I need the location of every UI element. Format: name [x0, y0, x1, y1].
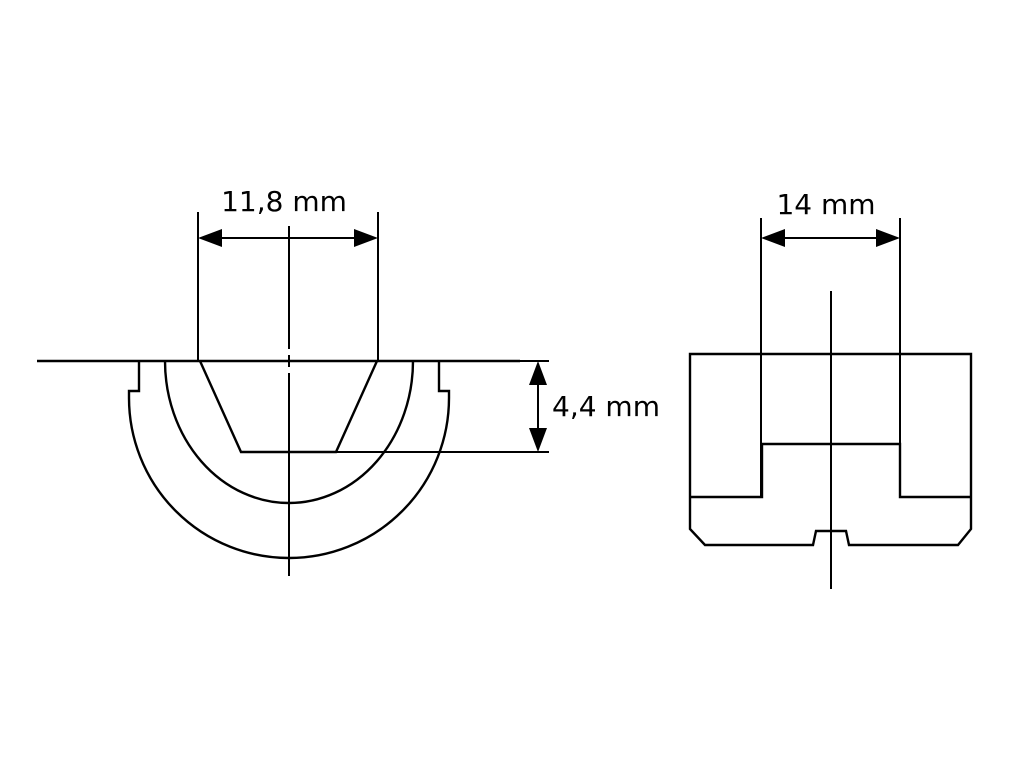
right-width-label: 14 mm — [776, 188, 875, 221]
right-width-arrow-left — [761, 229, 785, 247]
left-die-view: 11,8 mm 4,4 mm — [37, 185, 660, 576]
right-die-view: 14 mm — [688, 188, 973, 589]
left-width-arrow-right — [354, 229, 378, 247]
left-width-label: 11,8 mm — [221, 185, 347, 218]
left-depth-arrow-bottom — [529, 428, 547, 452]
left-depth-label: 4,4 mm — [552, 390, 660, 423]
left-width-arrow-left — [198, 229, 222, 247]
right-outer-profile — [688, 352, 973, 547]
right-width-arrow-right — [876, 229, 900, 247]
left-depth-arrow-top — [529, 361, 547, 385]
